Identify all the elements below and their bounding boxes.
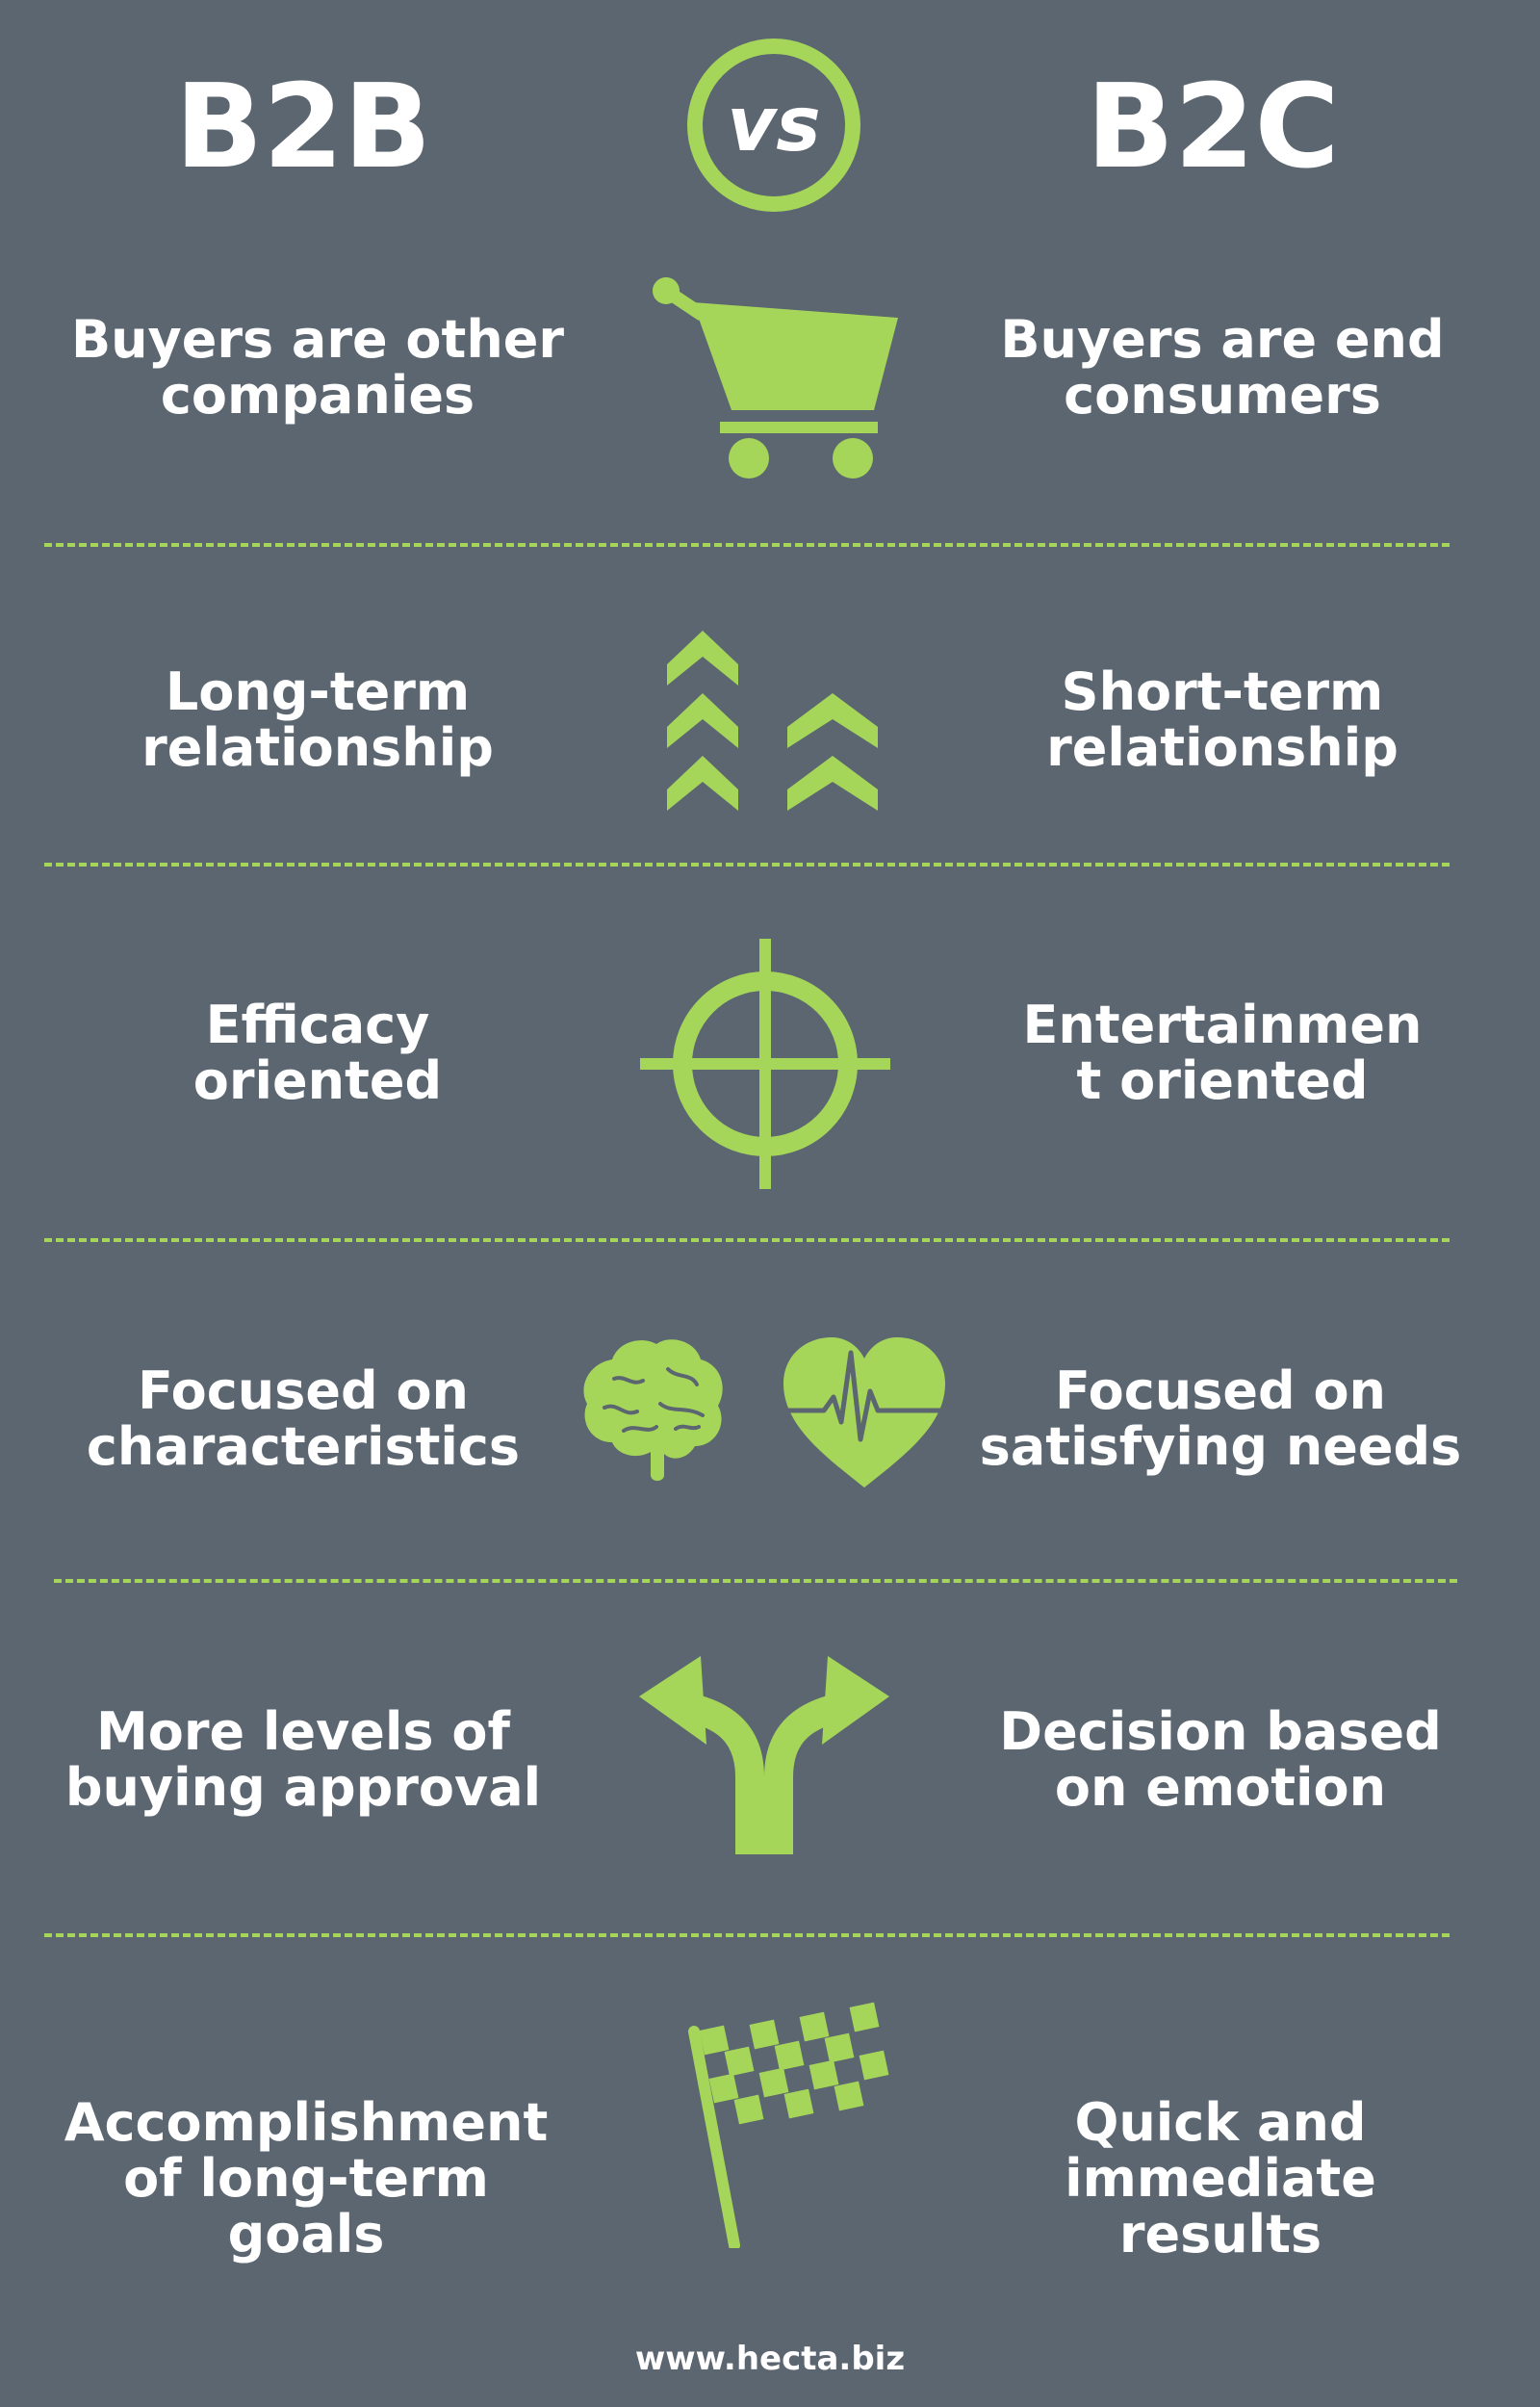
dashed-divider [44,1933,1450,1937]
text-line: companies [160,365,475,426]
b2b-focus-text: Focused on characteristics [53,1363,553,1475]
text-line: satisfying needs [979,1416,1462,1477]
text-line: Buyers are end [1000,309,1445,370]
dashed-divider [54,1579,1457,1583]
b2b-buyers-text: Buyers are other companies [67,312,568,424]
b2b-orientation-text: Efficacy oriented [67,997,568,1109]
text-line: Decision based [999,1701,1442,1762]
text-line: characteristics [86,1416,521,1477]
b2b-goals-text: Accomplishment of long-term goals [56,2095,556,2263]
crosshair-target-icon [640,939,890,1189]
b2c-decision-text: Decision based on emotion [970,1704,1471,1816]
dashed-divider [44,543,1450,547]
b2b-title: B2B [174,61,432,194]
b2c-focus-text: Focused on satisfying needs [970,1363,1471,1475]
b2c-results-text: Quick and immediate results [970,2095,1471,2263]
split-arrow-icon [639,1656,889,1854]
text-line: Focused on [1054,1360,1386,1421]
text-line: of long-term goals [123,2148,489,2265]
brain-icon [583,1339,723,1481]
text-line: Short-term [1061,661,1384,722]
heartbeat-heart-icon [778,1337,951,1488]
shopping-cart-icon [653,277,898,479]
checkered-flag-icon [688,2002,889,2248]
b2b-relationship-text: Long-term relationship [67,664,568,776]
footer-url: www.hecta.biz [634,2340,906,2378]
b2c-relationship-text: Short-term relationship [972,664,1473,776]
vs-badge-icon: vs [687,39,860,212]
b2c-buyers-text: Buyers are end consumers [972,312,1473,424]
text-line: More levels of [96,1701,510,1762]
text-line: consumers [1064,365,1381,426]
text-line: Efficacy [205,995,430,1055]
text-line: immediate results [1065,2148,1376,2265]
text-line: Long-term [165,661,471,722]
text-line: relationship [1046,717,1399,778]
chevrons-up-icon [667,631,878,811]
b2b-approval-text: More levels of buying approval [53,1704,553,1816]
dashed-divider [44,1238,1450,1242]
vs-label: vs [727,82,820,168]
text-line: buying approval [64,1757,542,1818]
text-line: Accomplishment [64,2092,549,2153]
dashed-divider [44,863,1450,867]
text-line: on emotion [1054,1757,1387,1818]
text-line: Focused on [137,1360,469,1421]
b2c-orientation-text: Entertainmen t oriented [972,997,1473,1109]
text-line: oriented [192,1050,443,1111]
text-line: Buyers are other [70,309,565,370]
text-line: Quick and [1074,2092,1367,2153]
text-line: relationship [141,717,494,778]
text-line: Entertainmen [1022,995,1423,1055]
text-line: t oriented [1076,1050,1369,1111]
b2c-title: B2C [1086,61,1340,194]
